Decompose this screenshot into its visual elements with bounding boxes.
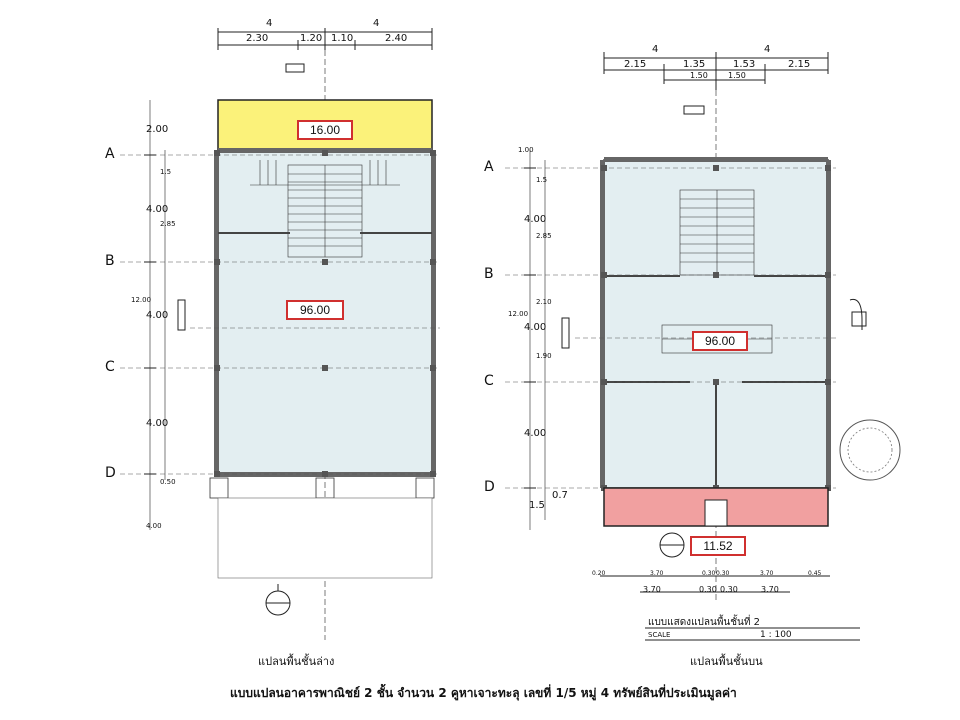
left-side-dim-4: 4.00 [146,418,169,429]
left-top-dim-2: 4 [373,18,380,29]
left-sub-dim-2: 1.20 [300,33,323,44]
left-sub-dim-4: 2.40 [385,33,408,44]
left-porch-area-label: 16.00 [297,120,353,140]
right-bottom-small-1: 0.20 [592,570,606,577]
right-bottom-small-2: 3.70 [650,570,664,577]
right-sub-dim-1: 2.15 [624,59,647,70]
left-plan-caption: แปลนพื้นชั้นล่าง [258,655,335,668]
right-bottom-small-4: 0.30 [716,570,730,577]
right-main-area-label: 96.00 [692,331,748,351]
right-scale-value: 1 : 100 [760,630,792,640]
right-sub-dim-3: 1.53 [733,59,756,70]
left-grid-B: B [105,253,115,269]
left-side-dim-1: 2.00 [146,124,169,135]
right-sub-dim2-2: 1.50 [728,71,746,80]
left-grid-A: A [105,146,115,162]
right-bottom-dim-2: 0.30 [699,585,717,594]
right-side-dim-1: 4.00 [524,214,547,225]
right-grid-A: A [484,159,494,175]
right-small-side-5: 2.10 [536,298,552,306]
left-grid-D: D [105,465,116,481]
right-balcony-area-label: 11.52 [690,536,746,556]
left-small-side-2: 2.85 [160,220,176,228]
left-small-side-4: 0.50 [160,478,176,486]
right-small-side-3: 2.85 [536,232,552,240]
right-bottom-small-5: 3.70 [760,570,774,577]
right-small-side-6: 1.90 [536,352,552,360]
right-plan-caption: แปลนพื้นชั้นบน [690,655,763,668]
right-scale-label: SCALE [648,631,671,639]
left-plan [120,28,440,640]
left-small-side-1: 1.5 [160,168,172,176]
left-sub-dim-3: 1.10 [331,33,354,44]
drawing-title: แบบแปลนอาคารพาณิชย์ 2 ชั้น จำนวน 2 คูหาเ… [230,686,737,700]
left-sub-dim-1: 2.30 [246,33,269,44]
right-bottom-dim-4: 3.70 [761,585,779,594]
right-bottom-dim-3: 0.30 [720,585,738,594]
right-bottom-small-3: 0.30 [702,570,716,577]
right-small-side-4: 12.00 [508,310,529,318]
right-bottom-dim-1: 3.70 [643,585,661,594]
right-small-side-1: 1.00 [518,146,534,154]
right-side-dim-2: 4.00 [524,322,547,333]
right-bottom-small-6: 0.45 [808,570,822,577]
right-small-side-2: 1.5 [536,176,548,184]
right-sub-dim-2: 1.35 [683,59,706,70]
left-side-dim-3: 4.00 [146,310,169,321]
right-grid-B: B [484,266,494,282]
right-grid-C: C [484,373,494,389]
left-top-dim-1: 4 [266,18,273,29]
left-small-side-3: 12.00 [131,296,152,304]
right-plan [505,52,901,641]
left-side-dim-5: 4.00 [146,522,162,530]
right-top-dim-2: 4 [764,44,771,55]
right-sheet-title: แบบแสดงแปลนพื้นชั้นที่ 2 [648,617,761,628]
right-top-dim-1: 4 [652,44,659,55]
left-grid-C: C [105,359,115,375]
right-grid-D: D [484,479,495,495]
right-sub-dim-4: 2.15 [788,59,811,70]
left-side-dim-2: 4.00 [146,204,169,215]
right-side-dim-3: 4.00 [524,428,547,439]
left-main-area-label: 96.00 [286,300,344,320]
right-sub-dim2-1: 1.50 [690,71,708,80]
right-small-side-8: 0.7 [552,490,568,501]
right-small-side-7: 1.5 [529,500,545,511]
